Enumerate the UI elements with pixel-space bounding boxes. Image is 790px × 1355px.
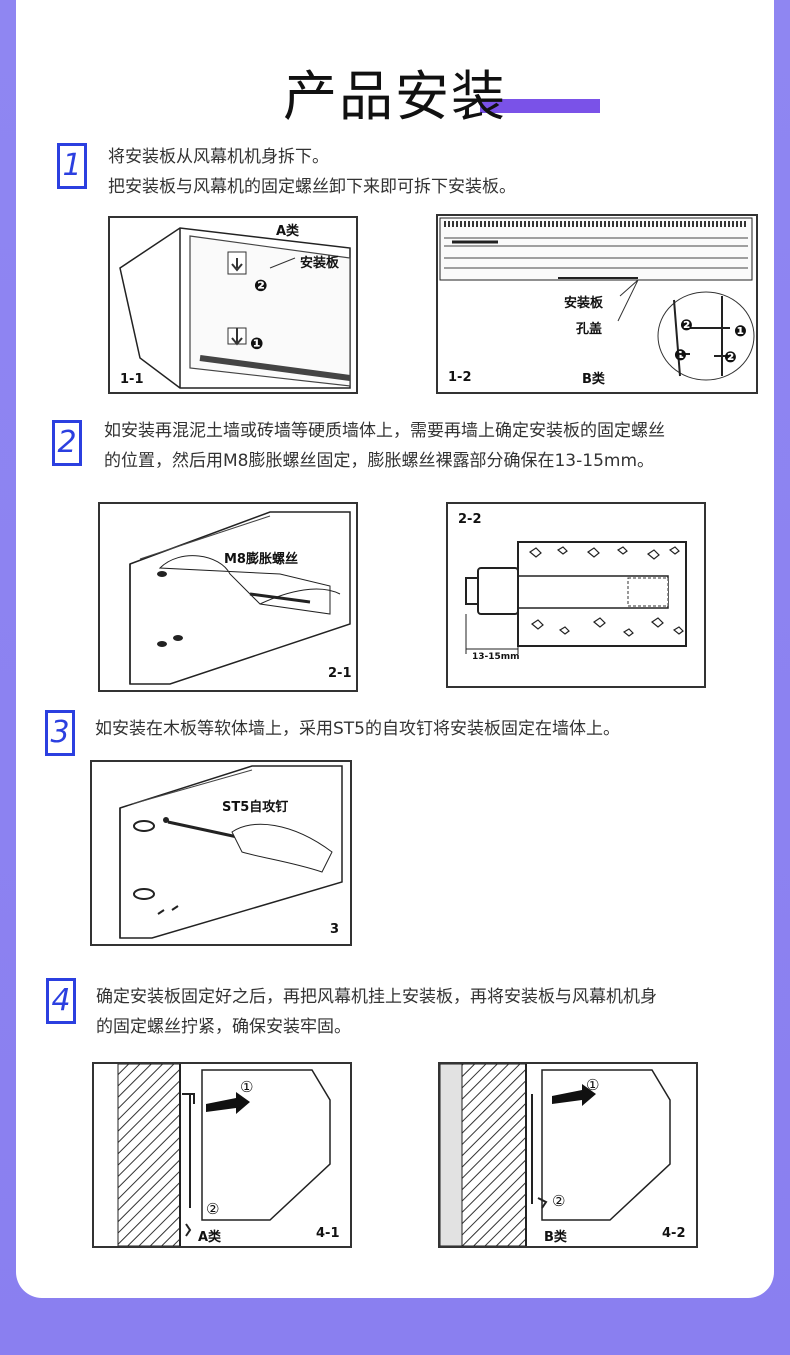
figure-1-2-code: 1-2 [448,370,472,385]
figure-4-1-code: 4-1 [316,1226,340,1241]
figure-2-2-dimension: 13-15mm [472,652,520,662]
step-3-text: 如安装在木板等软体墙上，采用ST5的自攻钉将安装板固定在墙体上。 [95,714,620,744]
figure-2-1-code: 2-1 [328,666,352,681]
figure-1-2-marker-2a: ❷ [680,316,693,334]
step-1-number: 1 [57,143,87,189]
step-4-number: 4 [46,978,76,1024]
figure-1-1-plate-label: 安装板 [300,256,340,271]
figure-2-1: M8膨胀螺丝 2-1 [98,502,358,692]
figure-2-1-callout: M8膨胀螺丝 [224,552,298,567]
figure-1-2-marker-1b: ❶ [674,346,687,364]
step-2-text: 如安装再混泥土墙或砖墙等硬质墙体上，需要再墙上确定安装板的固定螺丝 的位置，然后… [104,416,665,476]
title-underline [480,99,600,113]
step-2-number: 2 [52,420,82,466]
step-4-line-2: 的固定螺丝拧紧，确保安装牢固。 [96,1017,351,1037]
step-2-line-1: 如安装再混泥土墙或砖墙等硬质墙体上，需要再墙上确定安装板的固定螺丝 [104,421,665,441]
figure-3: ST5自攻钉 3 [90,760,352,946]
figure-1-2-type: B类 [582,372,605,387]
figure-1-2-cover-label: 孔盖 [576,322,603,337]
figure-2-2: 2-2 13-15mm [446,502,706,688]
figure-4-2: ① ② B类 4-2 [438,1062,698,1248]
step-2-line-2: 的位置，然后用M8膨胀螺丝固定，膨胀螺丝裸露部分确保在13-15mm。 [104,451,655,471]
figure-2-2-code: 2-2 [458,512,482,527]
page-title: 产品安装 [283,65,507,128]
figure-4-2-marker-2: ② [552,1192,566,1210]
step-3-line-1: 如安装在木板等软体墙上，采用ST5的自攻钉将安装板固定在墙体上。 [95,719,620,739]
figure-4-1-marker-2: ② [206,1200,220,1218]
figure-1-1: A类 安装板 ❷ ❶ 1-1 [108,216,358,394]
figure-1-1-marker-2: ❷ [254,276,268,295]
step-1-text: 将安装板从风幕机机身拆下。 把安装板与风幕机的固定螺丝卸下来即可拆下安装板。 [108,142,516,202]
step-4-line-1: 确定安装板固定好之后，再把风幕机挂上安装板，再将安装板与风幕机机身 [96,987,657,1007]
step-1-line-2: 把安装板与风幕机的固定螺丝卸下来即可拆下安装板。 [108,177,516,197]
step-3-number: 3 [45,710,75,756]
figure-1-2-plate-label: 安装板 [564,296,604,311]
figure-4-1-marker-1: ① [240,1078,254,1096]
figure-1-1-code: 1-1 [120,372,144,387]
step-1-line-1: 将安装板从风幕机机身拆下。 [108,147,329,167]
figure-4-2-code: 4-2 [662,1226,686,1241]
figure-1-1-marker-1: ❶ [250,334,264,353]
figure-1-1-type: A类 [276,224,300,239]
figure-1-2-marker-1a: ❶ [734,322,747,340]
figure-4-1: ① ② A类 4-1 [92,1062,352,1248]
figure-4-1-type: A类 [198,1230,222,1245]
figure-1-2: 安装板 孔盖 ❷ ❶ ❶ ❷ 1-2 B类 [436,214,758,394]
figure-1-2-marker-2b: ❷ [724,348,737,366]
figure-3-code: 3 [330,922,340,937]
step-4-text: 确定安装板固定好之后，再把风幕机挂上安装板，再将安装板与风幕机机身 的固定螺丝拧… [96,982,657,1042]
figure-3-callout: ST5自攻钉 [222,800,289,815]
figure-4-2-marker-1: ① [586,1076,600,1094]
figure-4-2-type: B类 [544,1230,567,1245]
